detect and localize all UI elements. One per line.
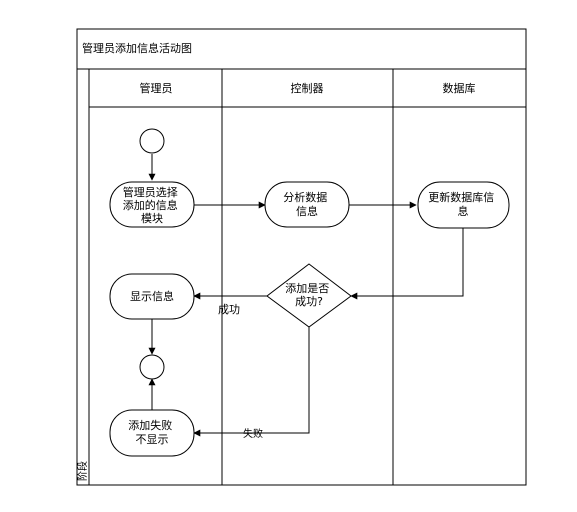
select-module-node — [109, 181, 195, 228]
update-database-text: 更新数据库信 息 — [428, 190, 498, 218]
select-module-line-1: 管理员选择 — [123, 185, 178, 199]
analyze-data-line-1: 分析数据 — [283, 190, 327, 204]
success-decision-node — [266, 263, 352, 328]
edge-update-to-decision — [350, 228, 464, 300]
success-decision-line-2: 成功? — [295, 295, 323, 308]
update-database-line-1: 更新数据库信 — [428, 190, 494, 204]
update-database-line-2: 息 — [458, 204, 469, 218]
select-module-line-2: 添加的信息 — [123, 198, 178, 212]
lane-controller-label: 控制器 — [291, 81, 324, 95]
show-info-node — [109, 273, 195, 320]
flow-edges — [148, 154, 464, 437]
diagram-nodes: 管理员选择 添加的信息 模块 分析数据 信息 更新数据库信 息 添加是否 成功?… — [109, 128, 510, 457]
success-decision-text: 添加是否 成功? — [285, 281, 333, 308]
lane-admin-label: 管理员 — [140, 81, 173, 95]
failure-edge-label: 失败 — [243, 427, 263, 440]
failure-line-2: 不显示 — [136, 433, 169, 446]
diagram-title: 管理员添加信息活动图 — [82, 41, 192, 55]
success-edge-label: 成功 — [218, 303, 240, 316]
failure-node — [109, 409, 195, 457]
analyze-data-node — [264, 181, 350, 228]
failure-line-1: 添加失败 — [128, 418, 172, 432]
edge-decision-failure — [193, 326, 310, 437]
lane-headers: 管理员 控制器 数据库 — [140, 81, 476, 95]
success-decision-line-1: 添加是否 — [285, 281, 329, 295]
failure-text: 添加失败 不显示 — [128, 418, 176, 446]
select-module-text: 管理员选择 添加的信息 模块 — [123, 185, 182, 225]
start-node — [139, 128, 165, 154]
analyze-data-line-2: 信息 — [296, 204, 318, 218]
analyze-data-text: 分析数据 信息 — [283, 190, 331, 218]
side-stage-label: 阶段 — [76, 461, 89, 481]
select-module-line-3: 模块 — [141, 212, 163, 225]
lane-database-label: 数据库 — [443, 81, 476, 95]
merge-node — [139, 354, 165, 380]
show-info-text: 显示信息 — [130, 289, 174, 303]
update-database-node — [417, 181, 510, 229]
